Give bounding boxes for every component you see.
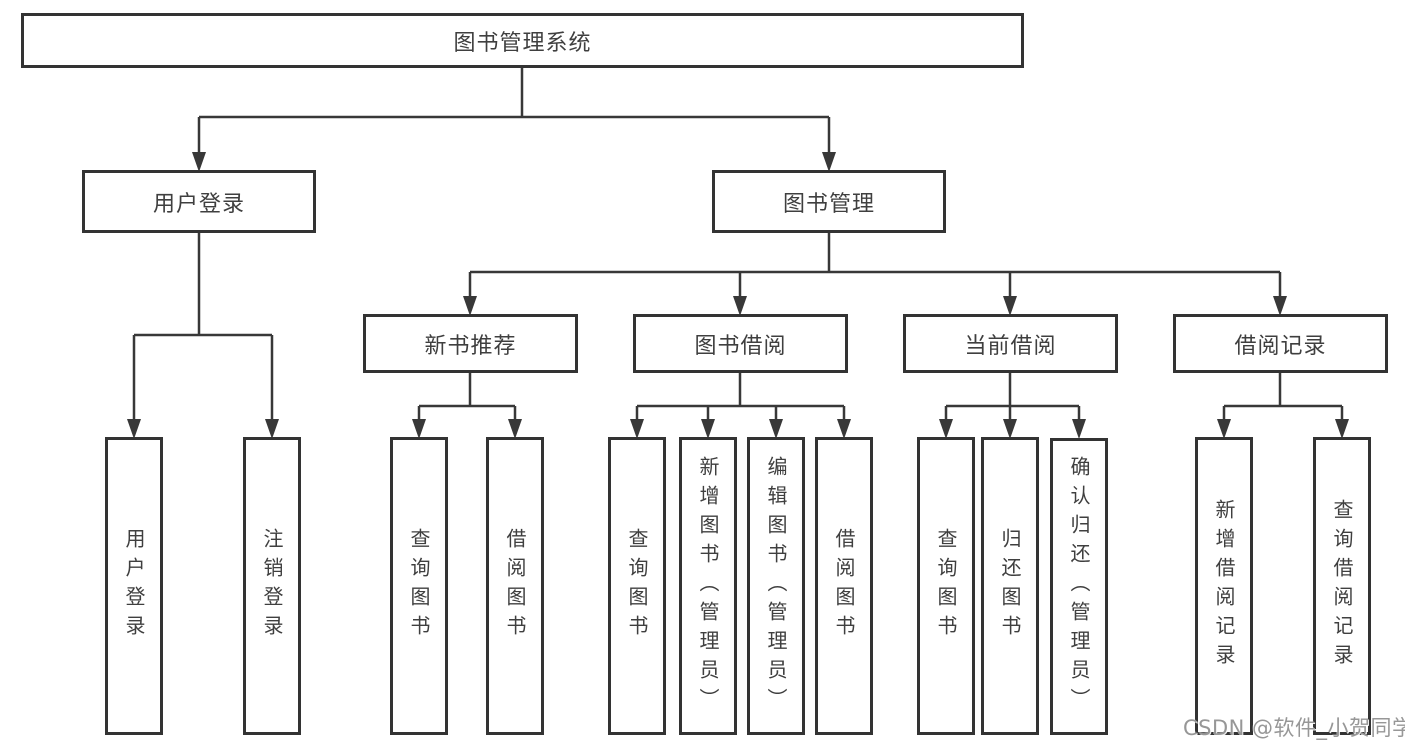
leaf-query-borrow-record: 查询借阅记录 <box>1313 437 1371 735</box>
node-current-borrowing: 当前借阅 <box>903 314 1118 373</box>
connector-paths <box>132 68 1344 420</box>
node-new-book-recommendation: 新书推荐 <box>363 314 578 373</box>
arrowheads <box>127 152 1349 439</box>
node-root: 图书管理系统 <box>21 13 1024 68</box>
leaf-add-book-admin: 新增图书（管理员） <box>679 437 737 735</box>
leaf-user-login: 用户登录 <box>105 437 163 735</box>
leaf-return-book: 归还图书 <box>981 437 1039 735</box>
leaf-add-borrow-record: 新增借阅记录 <box>1195 437 1253 735</box>
node-borrowing-records: 借阅记录 <box>1173 314 1388 373</box>
leaf-borrow-books-recommend: 借阅图书 <box>486 437 544 735</box>
leaf-query-books-borrowing: 查询图书 <box>608 437 666 735</box>
leaf-borrow-books-borrowing: 借阅图书 <box>815 437 873 735</box>
leaf-query-books-recommend: 查询图书 <box>390 437 448 735</box>
node-book-management: 图书管理 <box>712 170 946 233</box>
leaf-edit-book-admin: 编辑图书（管理员） <box>747 437 805 735</box>
leaf-confirm-return-admin: 确认归还（管理员） <box>1050 438 1108 735</box>
node-book-borrowing: 图书借阅 <box>633 314 848 373</box>
csdn-watermark: CSDN @软件_小贺同学 <box>1183 716 1405 740</box>
node-user-login: 用户登录 <box>82 170 316 233</box>
leaf-logout: 注销登录 <box>243 437 301 735</box>
leaf-query-books-current: 查询图书 <box>917 437 975 735</box>
